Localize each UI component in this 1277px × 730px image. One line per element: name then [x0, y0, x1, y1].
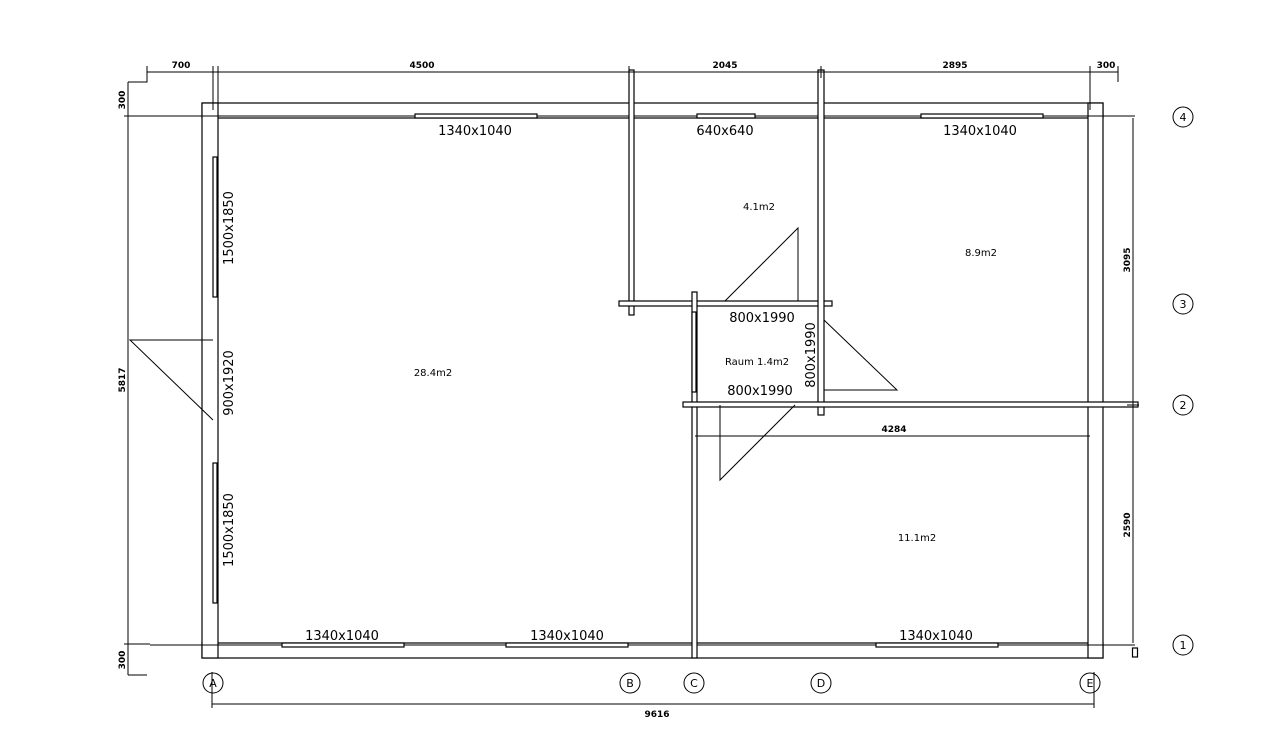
dim-left-3: 300: [118, 651, 128, 670]
axis-marker-b: B: [619, 672, 641, 694]
dim-inner: 4284: [881, 425, 906, 435]
dim-top-2: 4500: [409, 61, 434, 71]
wall-post: [1131, 647, 1139, 658]
axis-marker-e: E: [1079, 672, 1101, 694]
axis-marker-4: 4: [1172, 106, 1194, 128]
window-label: 1340x1040: [305, 629, 379, 644]
svg-text:4: 4: [1180, 111, 1187, 124]
svg-text:1: 1: [1180, 639, 1187, 652]
svg-text:C: C: [690, 677, 698, 690]
svg-text:B: B: [626, 677, 634, 690]
door-label: 800x1990: [729, 311, 795, 326]
window-label: 640x640: [696, 124, 753, 139]
door-swings: [128, 226, 899, 482]
window-label: 1500x1850: [222, 191, 237, 265]
svg-text:2: 2: [1180, 399, 1187, 412]
axis-marker-2: 2: [1172, 394, 1194, 416]
dim-top-3: 2045: [712, 61, 737, 71]
window-label: 1340x1040: [530, 629, 604, 644]
axis-marker-a: A: [202, 672, 224, 694]
dim-top-5: 300: [1097, 61, 1116, 71]
window-label: 1340x1040: [438, 124, 512, 139]
svg-text:A: A: [209, 677, 217, 690]
room-area-raum: Raum 1.4m2: [725, 357, 789, 368]
dim-left-1: 300: [118, 91, 128, 110]
door-label: 800x1990: [804, 322, 819, 388]
outer-walls: [150, 102, 1135, 659]
room-area-small-top: 4.1m2: [743, 202, 775, 213]
window-label: 1500x1850: [222, 493, 237, 567]
svg-text:3: 3: [1180, 298, 1187, 311]
window-label: 900x1920: [222, 350, 237, 416]
dim-left-2: 5817: [118, 367, 128, 392]
interior-walls: [618, 69, 1139, 659]
dim-right-2: 2590: [1123, 512, 1133, 537]
wall-posts: [203, 103, 1139, 658]
window-label: 1340x1040: [943, 124, 1017, 139]
dim-top-4: 2895: [942, 61, 967, 71]
door-label: 800x1990: [727, 384, 793, 399]
dim-bottom: 9616: [644, 710, 669, 720]
dim-right-1: 3095: [1123, 247, 1133, 272]
axis-marker-d: D: [810, 672, 832, 694]
window-label: 1340x1040: [899, 629, 973, 644]
axis-markers: A B C D E 4 3 2 1: [202, 106, 1194, 694]
room-area-main: 28.4m2: [414, 368, 452, 379]
svg-text:D: D: [817, 677, 825, 690]
axis-marker-c: C: [683, 672, 705, 694]
windows: [212, 113, 1044, 648]
room-area-right-bottom: 11.1m2: [898, 533, 936, 544]
dimension-lines: [124, 66, 1139, 708]
axis-marker-1: 1: [1172, 634, 1194, 656]
svg-text:E: E: [1087, 677, 1094, 690]
dim-top-1: 700: [172, 61, 191, 71]
room-area-right-top: 8.9m2: [965, 248, 997, 259]
axis-marker-3: 3: [1172, 293, 1194, 315]
